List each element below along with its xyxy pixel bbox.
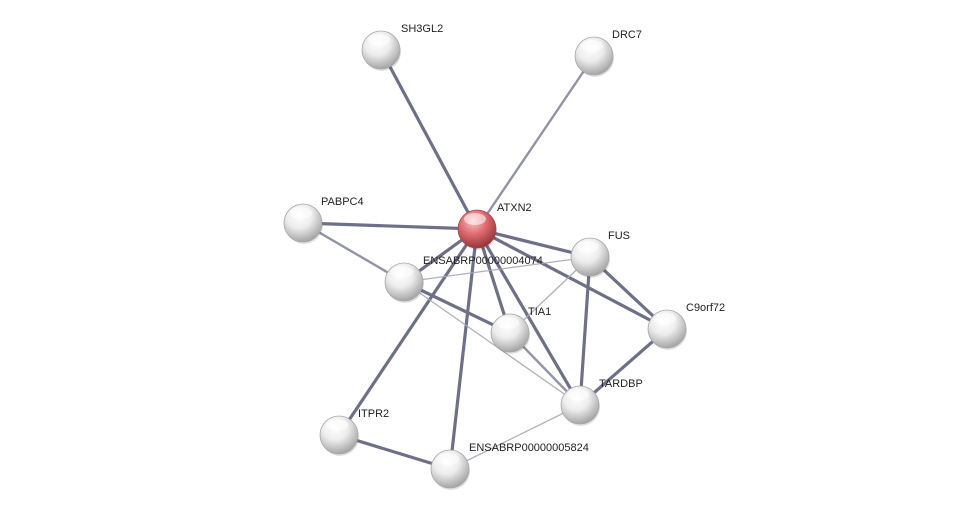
node-label-tia1: TIA1 — [528, 306, 551, 318]
node-itpr2[interactable]: ITPR2 — [319, 408, 389, 456]
edge-atxn2-tardbp[interactable] — [475, 227, 582, 407]
node-drc7[interactable]: DRC7 — [574, 29, 642, 77]
node-c9orf72[interactable]: C9orf72 — [647, 302, 725, 350]
node-label-tardbp: TARDBP — [599, 378, 643, 390]
node-label-ensabrp00000005824: ENSABRP00000005824 — [469, 442, 589, 454]
edge-atxn2-drc7[interactable] — [475, 54, 596, 231]
edge-fus-tardbp[interactable] — [578, 255, 592, 407]
edge-pabpc4-ensabrp00000004074[interactable] — [301, 221, 406, 284]
node-label-atxn2: ATXN2 — [497, 202, 532, 214]
node-tardbp[interactable]: TARDBP — [560, 378, 643, 426]
node-highlight — [581, 40, 603, 52]
node-highlight — [368, 34, 390, 46]
node-ensabrp00000005824[interactable]: ENSABRP00000005824 — [430, 442, 589, 490]
node-pabpc4[interactable]: PABPC4 — [283, 196, 364, 244]
edge-atxn2-fus[interactable] — [475, 227, 592, 259]
edge-tardbp-ensabrp00000005824[interactable] — [449, 404, 581, 470]
node-highlight — [326, 419, 348, 431]
edge-ensabrp00000004074-tia1[interactable] — [402, 280, 512, 335]
node-label-sh3gl2: SH3GL2 — [401, 23, 443, 35]
node-highlight — [497, 317, 519, 329]
node-highlight — [464, 213, 486, 225]
node-highlight — [391, 266, 413, 278]
node-ensabrp00000004074[interactable]: ENSABRP00000004074 — [384, 255, 543, 303]
node-highlight — [437, 453, 459, 465]
node-highlight — [654, 313, 676, 325]
edge-ensabrp00000004074-tardbp[interactable] — [403, 281, 581, 406]
edge-atxn2-sh3gl2[interactable] — [379, 48, 479, 231]
node-label-c9orf72: C9orf72 — [686, 302, 725, 314]
node-label-itpr2: ITPR2 — [358, 408, 389, 420]
edge-atxn2-c9orf72[interactable] — [475, 227, 669, 331]
node-label-pabpc4: PABPC4 — [321, 196, 364, 208]
node-fus[interactable]: FUS — [570, 230, 630, 278]
node-label-drc7: DRC7 — [612, 29, 642, 41]
edge-ensabrp00000004074-fus[interactable] — [403, 256, 591, 283]
node-highlight — [290, 207, 312, 219]
node-label-ensabrp00000004074: ENSABRP00000004074 — [423, 255, 543, 267]
node-label-fus: FUS — [608, 230, 630, 242]
edge-atxn2-itpr2[interactable] — [337, 227, 479, 437]
node-tia1[interactable]: TIA1 — [490, 306, 551, 354]
node-sh3gl2[interactable]: SH3GL2 — [361, 23, 443, 71]
node-highlight — [567, 389, 589, 401]
node-highlight — [577, 241, 599, 253]
node-atxn2[interactable]: ATXN2 — [457, 202, 532, 250]
edge-atxn2-ensabrp00000005824[interactable] — [448, 227, 479, 471]
edge-atxn2-pabpc4[interactable] — [301, 221, 479, 231]
